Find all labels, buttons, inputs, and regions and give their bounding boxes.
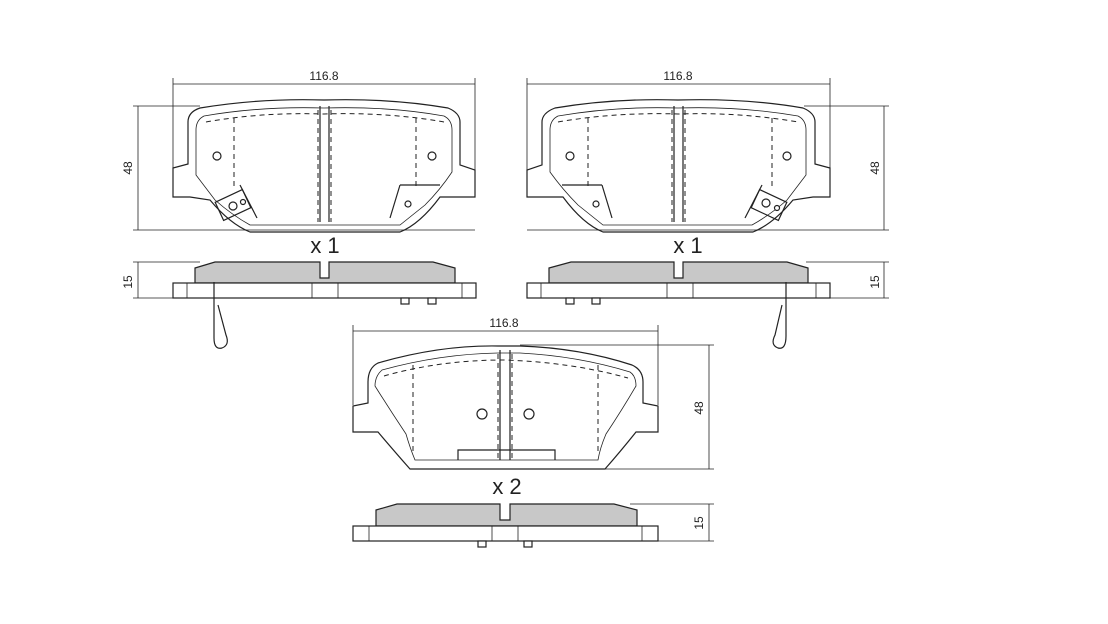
pad-top-right-front-view: 116.8 48 [526,69,889,233]
hole-icon [476,408,488,420]
pad-top-left-width-label: 116.8 [309,69,338,83]
pad-bottom-qty-label: x 2 [492,474,521,499]
wear-sensor-icon [214,188,252,222]
pad-bottom-side-view: 15 [352,503,714,548]
pad-top-right-side-view: 15 [526,261,889,349]
pad-top-left-side-view: 15 [121,261,477,349]
pad-bottom-width-label: 116.8 [489,316,518,330]
pad-top-left-height-label: 48 [121,161,135,175]
hole-icon [427,151,437,161]
pad-top-right-thickness-label: 15 [868,275,882,289]
pad-bottom-height-label: 48 [692,401,706,415]
hole-icon [212,151,222,161]
wear-sensor-icon [750,188,788,222]
hole-icon [404,200,412,208]
hole-icon [565,151,575,161]
pad-top-left-thickness-label: 15 [121,275,135,289]
hole-icon [592,200,600,208]
pad-top-right-width-label: 116.8 [663,69,692,83]
hole-icon [782,151,792,161]
hole-icon [523,408,535,420]
pad-bottom-front-view: 116.8 48 [352,316,714,470]
pad-top-right-height-label: 48 [868,161,882,175]
pad-bottom-thickness-label: 15 [692,516,706,530]
pad-top-right-qty-label: x 1 [673,233,702,258]
pad-top-left-front-view: 116.8 48 [121,69,476,233]
pad-top-left-qty-label: x 1 [310,233,339,258]
